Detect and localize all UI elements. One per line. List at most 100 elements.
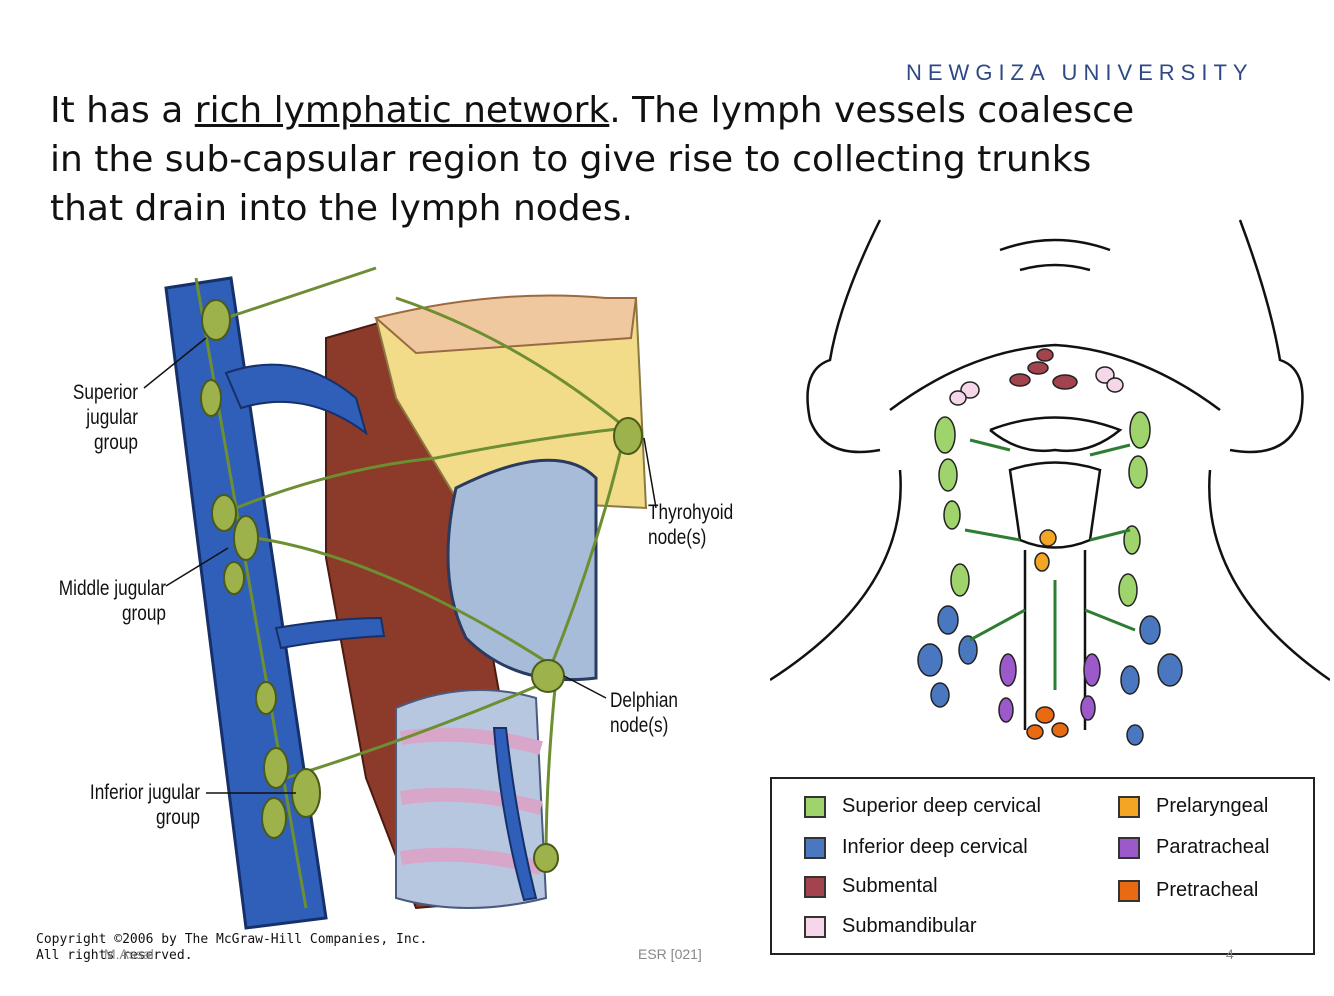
lip-line — [1020, 265, 1090, 270]
legend-item-submandibular: Submandibular — [804, 915, 977, 938]
footer-author: M.Assal — [104, 946, 154, 962]
drainage-arrow — [1090, 445, 1130, 455]
legend-label: Prelaryngeal — [1156, 795, 1268, 818]
footer-course-code: ESR [021] — [638, 946, 702, 962]
label-delphian-line-1: Delphian — [610, 688, 678, 713]
neck-outline-right — [1209, 470, 1330, 680]
superior-deep-cervical-node — [1129, 456, 1147, 488]
legend-swatch — [1118, 837, 1140, 859]
delphian-node — [532, 660, 564, 692]
inferior-deep-cervical-node — [1140, 616, 1160, 644]
drainage-arrow — [1085, 610, 1135, 630]
label-superior-jugular-group: Superior jugular group — [56, 380, 138, 455]
label-superior-line-1: Superior — [56, 380, 138, 405]
label-thyrohyoid-line-1: Thyrohyoid — [648, 500, 733, 525]
submandibular-node — [1107, 378, 1123, 392]
lymph-node-legend: Superior deep cervical Inferior deep cer… — [770, 777, 1315, 955]
legend-item-paratracheal: Paratracheal — [1118, 836, 1269, 859]
body-line-1-pre: It has a — [50, 90, 195, 131]
body-line-1: It has a rich lymphatic network. The lym… — [50, 86, 1170, 135]
paratracheal-node — [1084, 654, 1100, 686]
legend-label: Superior deep cervical — [842, 795, 1041, 818]
label-thyrohyoid-line-2: node(s) — [648, 525, 733, 550]
submental-node — [1010, 374, 1030, 386]
inferior-deep-cervical-node — [1158, 654, 1182, 686]
submental-node — [1028, 362, 1048, 374]
body-line-1-post: . The lymph vessels coalesce — [609, 90, 1134, 131]
drainage-arrow — [965, 530, 1020, 540]
neck-lymph-node-diagram — [770, 210, 1330, 760]
lymph-node — [264, 748, 288, 788]
label-delphian-line-2: node(s) — [610, 713, 678, 738]
inferior-deep-cervical-node — [931, 683, 949, 707]
label-delphian-nodes: Delphian node(s) — [610, 688, 678, 738]
thyrohyoid-node — [614, 418, 642, 454]
superior-deep-cervical-node — [944, 501, 960, 529]
lymph-node — [262, 798, 286, 838]
superior-deep-cervical-node — [939, 459, 957, 491]
label-superior-line-2: jugular — [56, 405, 138, 430]
superior-deep-cervical-node — [1119, 574, 1137, 606]
label-thyrohyoid-nodes: Thyrohyoid node(s) — [648, 500, 733, 550]
body-line-2: in the sub-capsular region to give rise … — [50, 135, 1170, 184]
pretracheal-node — [1052, 723, 1068, 737]
paratracheal-node — [1081, 696, 1095, 720]
footer-page-number: 4 — [1226, 946, 1234, 962]
superior-deep-cervical-node — [935, 417, 955, 453]
legend-swatch — [804, 916, 826, 938]
university-logo-text: NEWGIZA UNIVERSITY — [906, 60, 1254, 86]
label-inferior-line-1: Inferior jugular — [69, 780, 200, 805]
pretracheal-node — [1027, 725, 1043, 739]
label-superior-line-3: group — [56, 430, 138, 455]
submental-node — [1053, 375, 1077, 389]
lymph-vessel-7 — [546, 678, 556, 858]
lymph-node — [534, 844, 558, 872]
hyoid-outline — [990, 418, 1120, 451]
copyright-line-2: All rights reserved. — [36, 948, 427, 964]
legend-swatch — [1118, 796, 1140, 818]
legend-item-superior-deep-cervical: Superior deep cervical — [804, 795, 1041, 818]
label-middle-line-1: Middle jugular — [38, 576, 166, 601]
pretracheal-node — [1036, 707, 1054, 723]
inferior-deep-cervical-node — [1127, 725, 1143, 745]
legend-swatch — [804, 837, 826, 859]
label-middle-jugular-group: Middle jugular group — [38, 576, 166, 626]
copyright-line-1: Copyright ©2006 by The McGraw-Hill Compa… — [36, 932, 427, 948]
figure-copyright: Copyright ©2006 by The McGraw-Hill Compa… — [36, 932, 427, 964]
prelaryngeal-node — [1035, 553, 1049, 571]
lymph-node — [256, 682, 276, 714]
legend-swatch — [1118, 880, 1140, 902]
legend-label: Submental — [842, 875, 938, 898]
lymph-node — [224, 562, 244, 594]
lymph-node — [202, 300, 230, 340]
inferior-deep-cervical-node — [918, 644, 942, 676]
legend-label: Paratracheal — [1156, 836, 1269, 859]
legend-item-prelaryngeal: Prelaryngeal — [1118, 795, 1268, 818]
inferior-deep-cervical-node — [1121, 666, 1139, 694]
label-middle-line-2: group — [38, 601, 166, 626]
legend-item-pretracheal: Pretracheal — [1118, 879, 1258, 902]
prelaryngeal-node — [1040, 530, 1056, 546]
legend-label: Inferior deep cervical — [842, 836, 1028, 859]
lymph-node — [212, 495, 236, 531]
neck-outline-left — [770, 470, 901, 680]
face-outline-left — [808, 220, 881, 452]
legend-item-submental: Submental — [804, 875, 938, 898]
paratracheal-node — [999, 698, 1013, 722]
rich-lymphatic-network-term: rich lymphatic network — [195, 90, 610, 131]
label-inferior-line-2: group — [69, 805, 200, 830]
lymph-node — [292, 769, 320, 817]
inferior-deep-cervical-node — [938, 606, 958, 634]
legend-item-inferior-deep-cervical: Inferior deep cervical — [804, 836, 1028, 859]
face-outline-right — [1230, 220, 1303, 452]
lymph-vessel-2 — [226, 268, 376, 318]
legend-label: Pretracheal — [1156, 879, 1258, 902]
superior-deep-cervical-node — [1130, 412, 1150, 448]
submental-node — [1037, 349, 1053, 361]
lymph-node — [234, 516, 258, 560]
label-inferior-jugular-group: Inferior jugular group — [69, 780, 200, 830]
drainage-arrow — [970, 610, 1025, 640]
paratracheal-node — [1000, 654, 1016, 686]
legend-swatch — [804, 876, 826, 898]
submandibular-node — [950, 391, 966, 405]
